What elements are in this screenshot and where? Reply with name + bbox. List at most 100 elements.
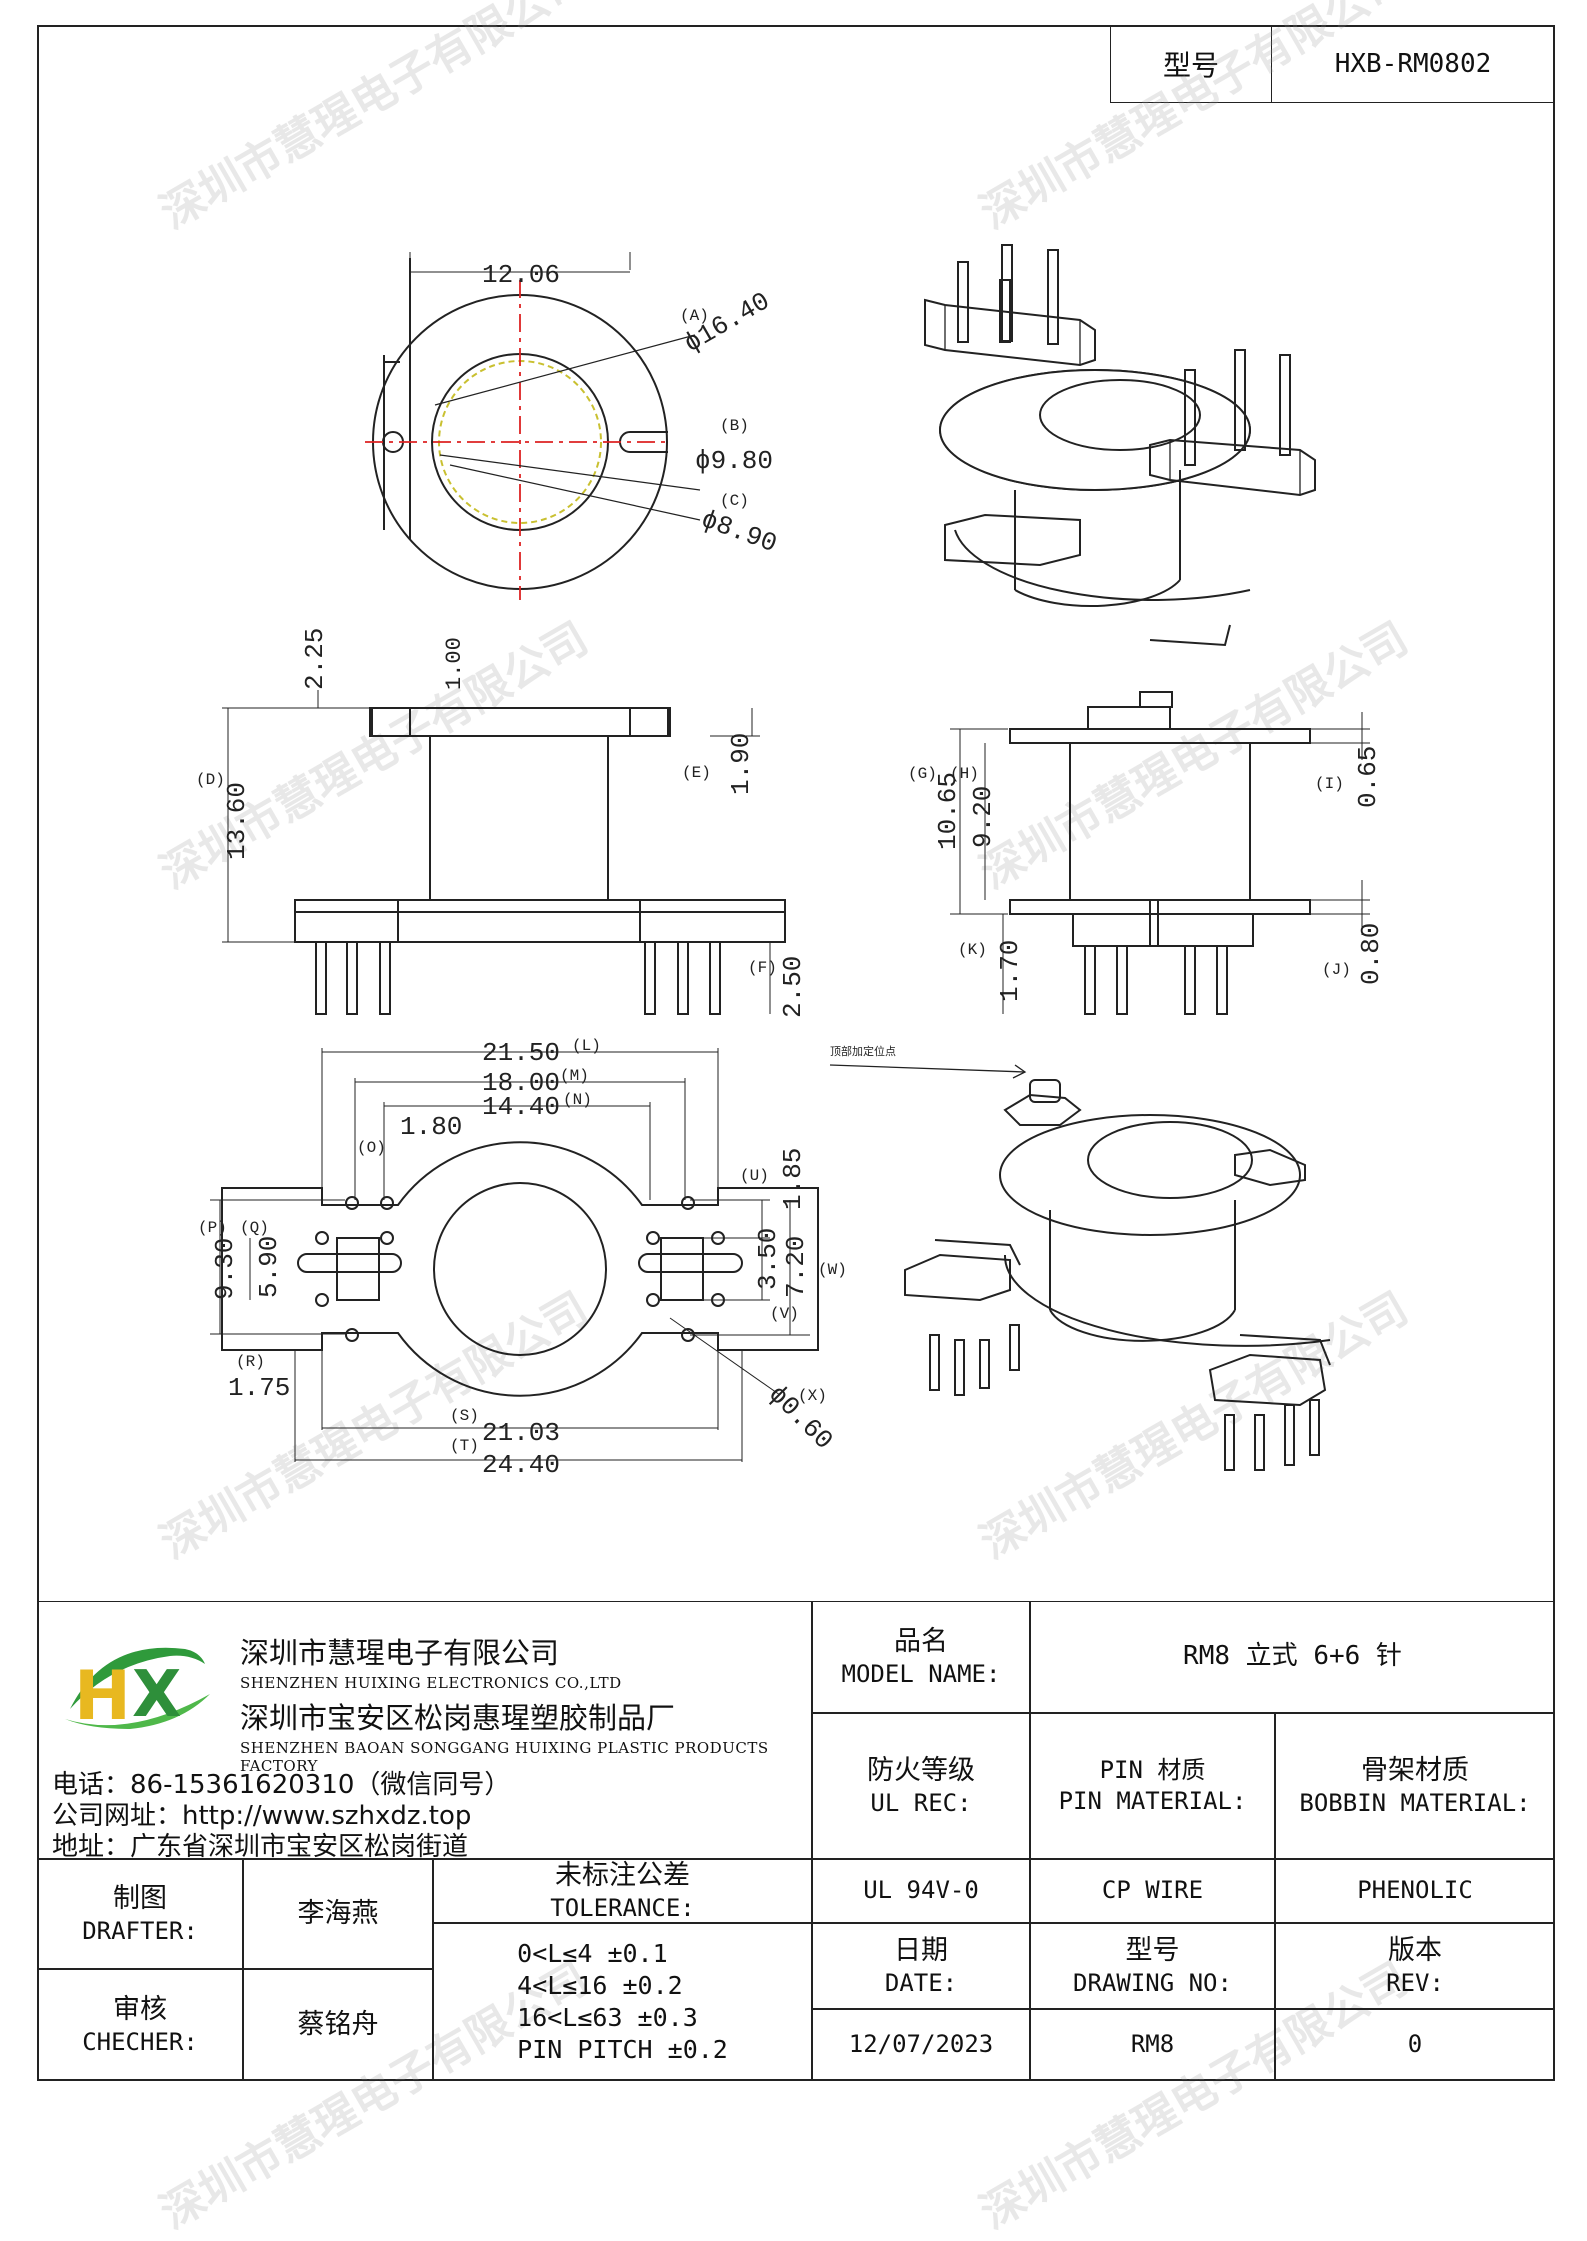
model-name-value: RM8 立式 6+6 针 (1030, 1601, 1555, 1713)
dim-label: (T) (450, 1437, 479, 1455)
dim-label: (A) (680, 307, 709, 325)
dim-label: (M) (560, 1067, 589, 1085)
dim-label: (O) (357, 1139, 386, 1157)
pin-material-label: PIN 材质 PIN MATERIAL: (1030, 1713, 1275, 1859)
bobbin-material-value: PHENOLIC (1275, 1859, 1555, 1923)
dim-label: 9.30 (210, 1238, 240, 1300)
dim-label: (P) (198, 1219, 227, 1237)
fire-rating-label-en: UL REC: (870, 1788, 972, 1817)
dim-label: 0.65 (1353, 746, 1383, 808)
tolerance-label: 未标注公差 TOLERANCE: (433, 1859, 812, 1923)
dim-label: 2.25 (300, 628, 330, 690)
dim-label: (W) (818, 1261, 847, 1279)
dim-label: 24.40 (482, 1450, 560, 1480)
company-address: 地址：广东省深圳市宝安区松岗街道 (52, 1832, 469, 1862)
tolerance-values: 0<L≤4 ±0.1 4<L≤16 ±0.2 16<L≤63 ±0.3 PIN … (433, 1923, 812, 2081)
model-name-label-cn: 品名 (894, 1625, 948, 1657)
model-box-label: 型号 (1111, 25, 1272, 102)
dim-label: (D) (196, 771, 225, 789)
dim-label: 3.50 (753, 1228, 783, 1290)
dim-label: (H) (950, 765, 979, 783)
dim-label: 7.20 (781, 1236, 811, 1298)
side-view (950, 691, 1370, 1015)
isometric-view-bottom (829, 1064, 1331, 1471)
dim-label: (F) (748, 959, 777, 977)
dim-label: ϕ8.90 (697, 504, 781, 559)
company-website[interactable]: 公司网址：http://www.szhxdz.top (52, 1801, 472, 1831)
fire-rating-label-cn: 防火等级 (867, 1754, 975, 1786)
drafter-label: 制图 DRAFTER: (37, 1859, 243, 1969)
dim-label: (R) (236, 1353, 265, 1371)
logo-letter-h: H (74, 1657, 131, 1736)
dim-label: 1.80 (400, 1112, 462, 1142)
tolerance-line: 0<L≤4 ±0.1 (517, 1939, 668, 1968)
factory-name-cn: 深圳市宝安区松岗惠瑆塑胶制品厂 (240, 1701, 676, 1735)
company-name-en: SHENZHEN HUIXING ELECTRONICS CO.,LTD (240, 1674, 622, 1692)
dim-label: 5.90 (254, 1236, 284, 1298)
dim-label: (N) (563, 1091, 592, 1109)
technical-drawing: 12.06 (A) ϕ16.40 (B) ϕ9.80 (C) ϕ8.90 2.2… (196, 244, 1386, 1480)
drafter-name: 李海燕 (243, 1859, 433, 1969)
dim-label: 2.50 (778, 956, 808, 1018)
dim-label: (J) (1322, 961, 1351, 979)
rev-label-en: REV: (1386, 1968, 1444, 1997)
dim-label: (I) (1315, 775, 1344, 793)
company-phone: 电话：86-15361620310（微信同号） (52, 1770, 511, 1800)
model-box: 型号 HXB-RM0802 (1110, 25, 1555, 103)
company-name-cn: 深圳市慧瑆电子有限公司 (240, 1636, 560, 1670)
dim-label: 0.80 (1356, 923, 1386, 985)
top-view (365, 252, 701, 600)
checker-label: 审核 CHECHER: (37, 1969, 243, 2081)
dim-label: (B) (720, 417, 749, 435)
tolerance-label-cn: 未标注公差 (555, 1859, 690, 1891)
dim-label: (C) (720, 492, 749, 510)
dim-label: 1.85 (778, 1148, 808, 1210)
dim-label: 9.20 (968, 786, 998, 848)
date-value: 12/07/2023 (812, 2009, 1030, 2081)
dim-label: (G) (908, 765, 937, 783)
dim-label: (S) (450, 1407, 479, 1425)
dim-label: (X) (798, 1387, 827, 1405)
drafter-name-text: 李海燕 (297, 1898, 379, 1930)
factory-name-en: SHENZHEN BAOAN SONGGANG HUIXING PLASTIC … (240, 1739, 769, 1775)
dim-label: 1.90 (726, 733, 756, 795)
dim-label: (K) (958, 941, 987, 959)
dim-label: 21.03 (482, 1418, 560, 1448)
tolerance-line: 16<L≤63 ±0.3 (517, 2003, 698, 2032)
dim-label: 18.00 (482, 1068, 560, 1098)
bobbin-material-label-cn: 骨架材质 (1361, 1754, 1469, 1786)
checker-name: 蔡铭舟 (243, 1969, 433, 2081)
model-name-label-en: MODEL NAME: (841, 1659, 1001, 1688)
date-label-cn: 日期 (894, 1934, 948, 1966)
logo-letter-x: X (132, 1658, 181, 1732)
pin-material-label-cn: PIN 材质 (1099, 1755, 1206, 1784)
dim-label: ϕ9.80 (695, 446, 773, 476)
dim-label: (Q) (240, 1219, 269, 1237)
bobbin-material-label: 骨架材质 BOBBIN MATERIAL: (1275, 1713, 1555, 1859)
pin-material-label-en: PIN MATERIAL: (1058, 1787, 1247, 1815)
bottom-view (210, 1048, 819, 1462)
checker-name-text: 蔡铭舟 (297, 2009, 379, 2041)
dim-label: (V) (770, 1305, 799, 1323)
company-info: H X 深圳市慧瑆电子有限公司 SHENZHEN HUIXING ELECTRO… (37, 1601, 812, 1862)
checker-label-cn: 审核 (113, 1993, 167, 2025)
drawing-no-label: 型号 DRAWING NO: (1030, 1923, 1275, 2009)
rev-value: 0 (1275, 2009, 1555, 2081)
checker-label-en: CHECHER: (82, 2027, 198, 2056)
dim-label: (E) (682, 764, 711, 782)
rev-label: 版本 REV: (1275, 1923, 1555, 2009)
model-name-label: 品名 MODEL NAME: (812, 1601, 1030, 1713)
dim-label: 12.06 (482, 260, 560, 290)
company-logo-icon: H X (65, 1647, 210, 1736)
date-label: 日期 DATE: (812, 1923, 1030, 2009)
drawing-no-value: RM8 (1030, 2009, 1275, 2081)
fire-rating-value: UL 94V-0 (812, 1859, 1030, 1923)
dim-label: 1.75 (228, 1373, 290, 1403)
isometric-view-top (924, 244, 1316, 647)
front-view (222, 690, 786, 1015)
dim-label: 13.60 (222, 782, 252, 860)
fire-rating-label: 防火等级 UL REC: (812, 1713, 1030, 1859)
bobbin-material-label-en: BOBBIN MATERIAL: (1299, 1788, 1531, 1817)
dim-label: 1.00 (442, 637, 467, 690)
dim-label: 1.70 (995, 940, 1025, 1002)
